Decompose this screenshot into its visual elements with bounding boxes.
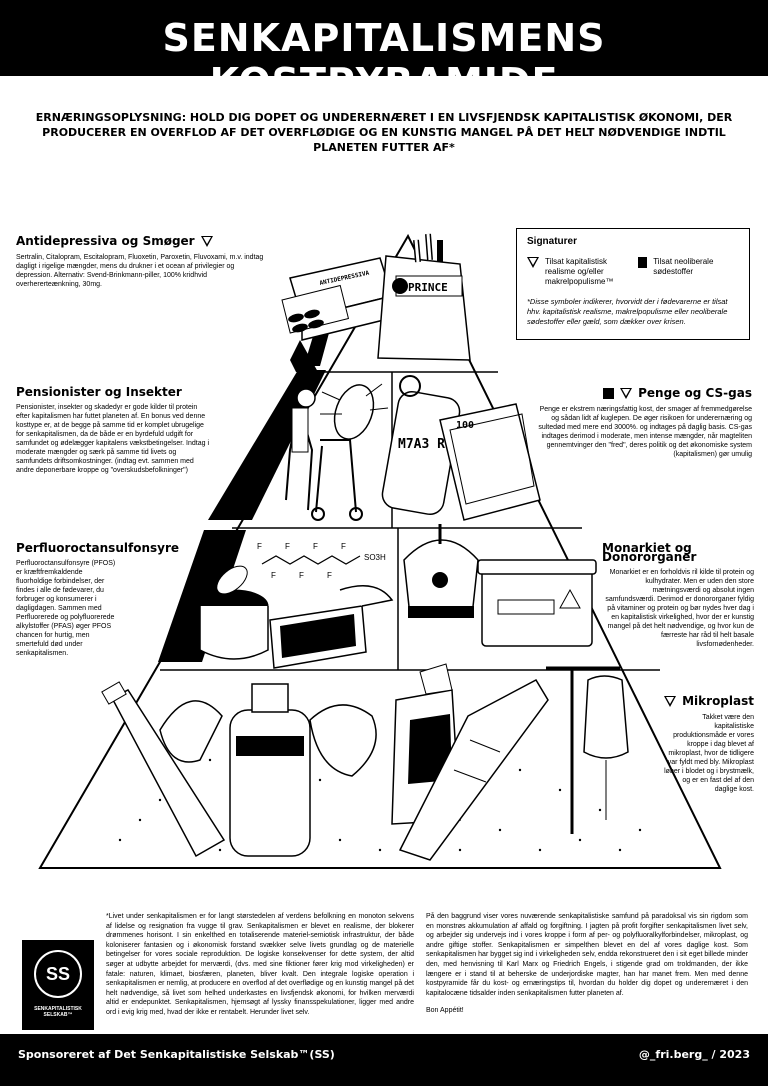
svg-text:F: F (313, 542, 318, 551)
section-text: Takket være den kapitalistiske produktio… (664, 714, 754, 793)
ss-logo: SS SENKAPITALISTISK SELSKAB™ (22, 940, 94, 1030)
triangle-icon (664, 696, 677, 707)
legend-item-neoliberal: Tilsat neoliberale sødestoffer (653, 257, 714, 276)
footer-text-body: På den baggrund viser vores nuværende se… (426, 913, 748, 997)
legend-item-realism: Tilsat kapitalistisk realisme og/eller m… (545, 257, 614, 286)
svg-text:F: F (299, 571, 304, 580)
section-pensionister: Pensionister og Insekter Pensionister, i… (16, 385, 212, 475)
tin-can-illustration (199, 565, 269, 660)
section-title: Monarkiet og Donororganer (602, 541, 697, 564)
sponsor-text: Sponsoreret af Det Senkapitalistiske Sel… (18, 1048, 335, 1061)
insect-illustration (320, 383, 389, 440)
cigarette-pack-illustration: PRINCE (377, 233, 471, 361)
svg-text:F: F (285, 542, 290, 551)
walker-illustration (311, 439, 363, 521)
section-monarkiet: Monarkiet og Donororganer Monarkiet er e… (602, 541, 754, 649)
section-title: Perfluoroctansulfonsyre (16, 541, 180, 555)
footer-text-column-1: *Livet under senkapitalismen er for lang… (106, 913, 414, 1016)
section-text: Penge er ekstrem næringsfattig kost, der… (538, 406, 752, 458)
square-icon (638, 257, 648, 268)
pfos-molecule-illustration: F F F F F F F SO3H (257, 542, 386, 580)
svg-text:F: F (327, 571, 332, 580)
banknotes-illustration: 100 (439, 403, 541, 521)
plastic-bag-illustration (159, 700, 377, 777)
triangle-icon (620, 388, 633, 399)
iv-stand-illustration (546, 666, 629, 834)
svg-text:F: F (341, 542, 346, 551)
section-text: Perfluoroctansulfonsyre (PFOS) er kræftf… (16, 560, 116, 657)
page-title: SENKAPITALISMENS KOSTPYRAMIDE (162, 16, 606, 104)
section-penge: Penge og CS-gas Penge er ekstrem nærings… (536, 386, 752, 459)
triangle-icon (527, 257, 539, 268)
triangle-icon (200, 236, 213, 247)
bon-appetit: Bon Appétit! (426, 1007, 464, 1015)
plastic-bottle-illustration-1 (101, 681, 226, 858)
crown-illustration (403, 524, 479, 618)
logo-caption: SENKAPITALISTISK SELSKAB™ (34, 1006, 82, 1018)
legend-box: Signaturer Tilsat kapitalistisk realisme… (516, 228, 750, 340)
square-icon (603, 388, 615, 399)
subtitle: ERNÆRINGSOPLYSNING: HOLD DIG DOPET OG UN… (35, 111, 733, 154)
svg-text:F: F (271, 571, 276, 580)
section-pfos: Perfluoroctansulfonsyre Perfluoroctansul… (16, 542, 179, 658)
section-antidepressiva: Antidepressiva og Smøger Sertralin, Cita… (16, 234, 272, 289)
prince-label: PRINCE (408, 281, 448, 294)
section-title: Penge og CS-gas (638, 386, 752, 400)
mouthwash-bottle-illustration (229, 683, 311, 857)
header-bar: SENKAPITALISMENS KOSTPYRAMIDE (0, 0, 768, 104)
section-text: Monarkiet er en forholdvis ril kilde til… (605, 569, 754, 648)
svg-text:F: F (257, 542, 262, 551)
credit-text: @_fri.berg_ / 2023 (638, 1048, 750, 1061)
section-text: Sertralin, Citalopram, Escitalopram, Flu… (16, 254, 264, 288)
section-title: Pensionister og Insekter (16, 385, 182, 399)
so3h-label: SO3H (364, 553, 386, 562)
banknote-100-label: 100 (456, 420, 474, 431)
legend-title: Signaturer (527, 236, 578, 247)
section-title: Mikroplast (682, 694, 754, 708)
legend-note: *Disse symboler indikerer, hvorvidt der … (527, 297, 728, 326)
pensioner-illustration (285, 388, 316, 511)
footer-bar: Sponsoreret af Det Senkapitalistiske Sel… (0, 1034, 768, 1086)
eye-pyramid-emblem: SS (34, 950, 82, 998)
section-text: Pensionister, insekter og skadedyr er go… (16, 404, 210, 474)
crushed-bottle-illustration (398, 679, 549, 861)
sardine-tin-illustration (269, 585, 394, 669)
organ-cooler-illustration (477, 559, 597, 647)
section-mikroplast: Mikroplast Takket være den kapitalistisk… (662, 694, 754, 794)
footer-text-column-2: På den baggrund viser vores nuværende se… (426, 912, 748, 1016)
antidepressant-box-illustration: ANTIDEPRESSIVA (281, 257, 393, 341)
left-black-band-middle (158, 530, 246, 662)
section-title: Antidepressiva og Smøger (16, 234, 195, 248)
